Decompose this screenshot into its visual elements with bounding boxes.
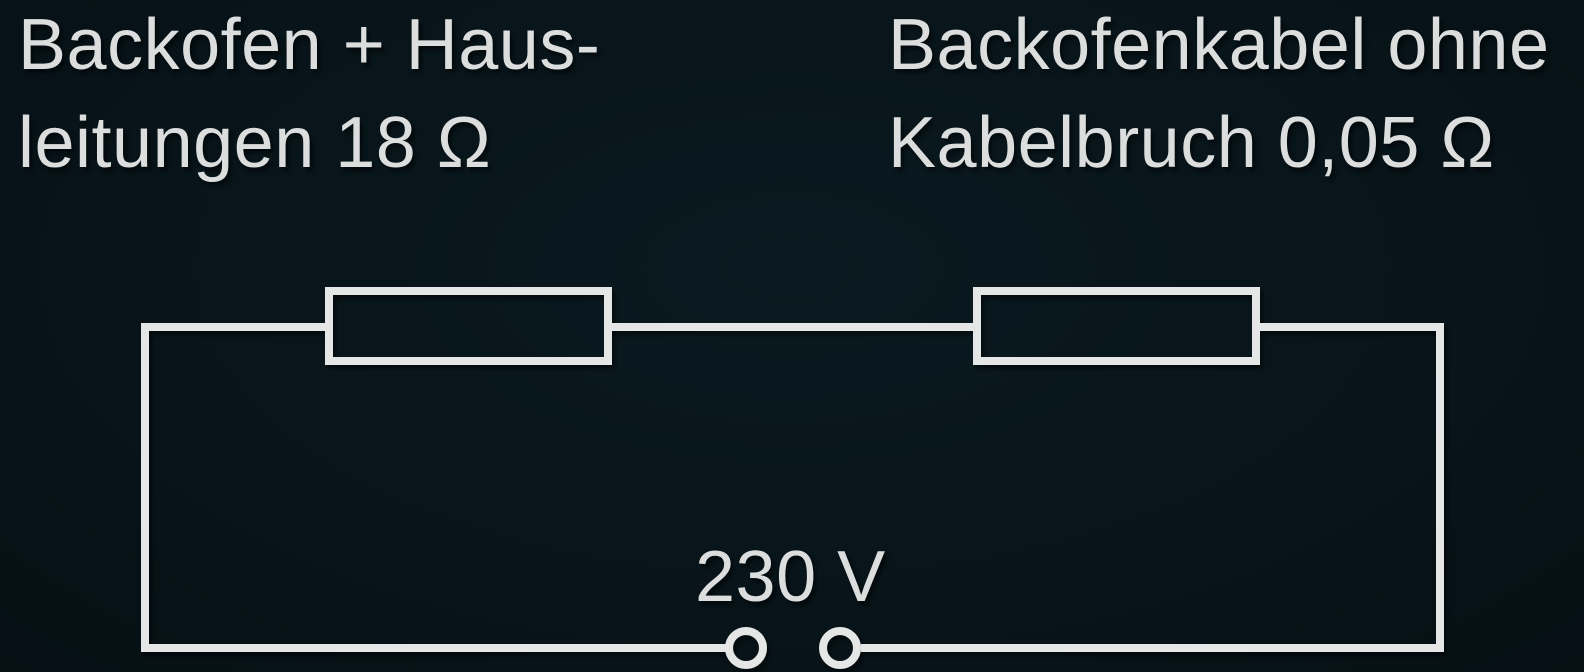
- right-resistor-label: Backofenkabel ohne Kabelbruch 0,05 Ω: [888, 0, 1550, 192]
- source-terminal-left-icon: [725, 627, 767, 669]
- wire-right-branch: [861, 323, 1444, 652]
- right-resistor-label-line1: Backofenkabel ohne: [888, 5, 1550, 85]
- wire-left-branch: [141, 323, 726, 652]
- voltage-label: 230 V: [695, 537, 886, 617]
- right-resistor-label-line2: Kabelbruch 0,05 Ω: [888, 103, 1495, 183]
- source-terminal-right-icon: [819, 627, 861, 669]
- left-resistor-label: Backofen + Haus- leitungen 18 Ω: [18, 0, 600, 192]
- right-resistor-symbol: [973, 287, 1260, 365]
- left-resistor-label-line1: Backofen + Haus-: [18, 5, 601, 85]
- left-resistor-label-line2: leitungen 18 Ω: [18, 103, 492, 183]
- left-resistor-symbol: [325, 287, 612, 365]
